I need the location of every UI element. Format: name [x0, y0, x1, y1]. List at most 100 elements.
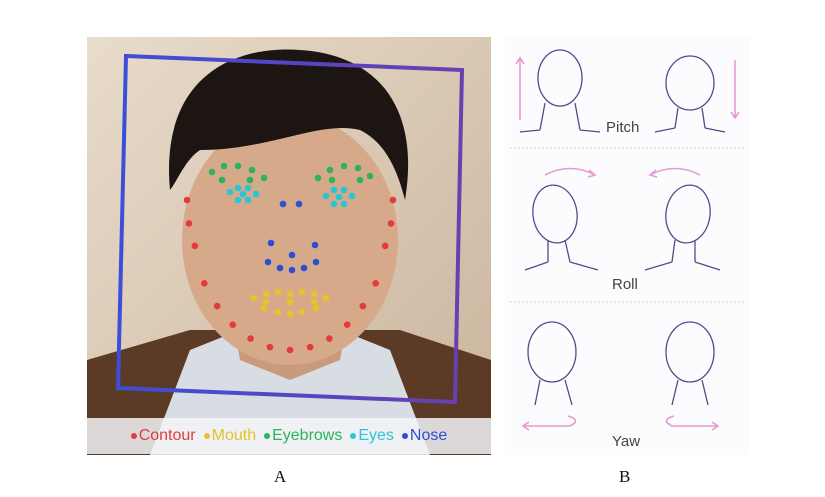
- landmark-eye: [330, 186, 338, 194]
- pose-label-pitch: Pitch: [606, 119, 640, 136]
- landmark-eye: [330, 200, 338, 208]
- legend-item-eyebrows: Eyebrows: [264, 427, 342, 445]
- legend-dot: [350, 432, 357, 439]
- landmark-nose: [276, 264, 284, 272]
- landmark-eye: [252, 190, 260, 198]
- landmark-contour: [387, 220, 395, 227]
- landmark-contour: [185, 220, 193, 227]
- head-yaw-right: [665, 321, 715, 383]
- landmark-eye: [244, 184, 252, 192]
- landmark-mouth: [262, 290, 270, 298]
- pose-label-yaw: Yaw: [612, 433, 641, 450]
- landmark-mouth: [286, 298, 294, 306]
- head-pitch-up: [537, 49, 583, 107]
- landmark-contour: [229, 321, 237, 329]
- landmark-mouth: [274, 308, 282, 316]
- legend-text: Eyebrows: [272, 427, 343, 444]
- landmark-contour: [306, 343, 314, 351]
- landmark-eye: [348, 192, 356, 200]
- landmark-mouth: [312, 304, 320, 312]
- head-yaw-left: [527, 321, 577, 383]
- landmark-contour: [381, 242, 389, 250]
- landmark-eye: [340, 186, 348, 194]
- landmark-eye: [234, 184, 242, 192]
- landmark-eye: [322, 192, 330, 200]
- landmark-contour: [343, 321, 351, 329]
- landmark-eyebrow: [356, 176, 364, 184]
- landmark-contour: [389, 196, 397, 204]
- pose-label-roll: Roll: [612, 276, 638, 293]
- head-roll-right: [665, 184, 711, 244]
- landmark-eye: [244, 196, 252, 204]
- landmark-eyebrow: [218, 176, 226, 184]
- landmark-mouth: [260, 304, 268, 312]
- landmark-contour: [213, 302, 221, 310]
- legend-dot: [401, 432, 408, 439]
- landmark-contour: [326, 335, 333, 342]
- landmark-legend: Contour Mouth Eyebrows Eyes Nose: [87, 418, 491, 454]
- landmark-eyebrow: [366, 172, 374, 180]
- landmark-contour: [247, 335, 254, 342]
- legend-text: Contour: [138, 427, 196, 444]
- legend-text: Mouth: [211, 427, 257, 444]
- landmark-mouth: [298, 308, 306, 316]
- landmark-eyebrow: [234, 162, 242, 170]
- landmark-nose: [267, 239, 275, 247]
- landmark-eyebrow: [220, 162, 228, 170]
- legend-dot: [203, 432, 210, 439]
- landmarks: [183, 162, 397, 354]
- landmark-nose: [312, 258, 320, 266]
- head-roll-left: [532, 184, 578, 244]
- landmark-mouth: [286, 290, 294, 298]
- landmark-eyebrow: [314, 174, 322, 182]
- landmark-eyebrow: [328, 176, 336, 184]
- landmark-mouth: [250, 294, 258, 302]
- landmark-contour: [286, 346, 294, 354]
- landmark-nose: [295, 200, 303, 208]
- landmark-nose: [288, 266, 296, 274]
- landmark-contour: [372, 280, 379, 287]
- landmark-eye: [340, 200, 348, 208]
- head-pitch-down: [665, 55, 715, 111]
- legend-item-nose: Nose: [401, 427, 448, 445]
- legend-item-eyes: Eyes: [350, 427, 394, 445]
- landmark-eye: [239, 190, 247, 198]
- landmark-nose: [264, 258, 272, 266]
- head-pose-panel: [505, 37, 750, 455]
- landmark-contour: [266, 343, 274, 351]
- landmark-eyebrow: [354, 164, 362, 172]
- landmark-contour: [201, 280, 208, 287]
- landmark-nose: [279, 200, 287, 208]
- landmark-eyebrow: [208, 168, 216, 176]
- face-photo: [87, 37, 491, 455]
- landmark-eyebrow: [246, 176, 254, 184]
- landmark-eye: [234, 196, 242, 204]
- panel-label-a: A: [274, 467, 287, 486]
- legend-text: Nose: [409, 427, 448, 444]
- landmark-nose: [288, 251, 296, 259]
- landmark-eyebrow: [326, 166, 334, 174]
- landmark-mouth: [286, 310, 294, 318]
- landmark-mouth: [310, 290, 318, 298]
- landmark-mouth: [298, 288, 306, 296]
- landmark-mouth: [262, 298, 270, 306]
- landmark-mouth: [310, 298, 318, 306]
- landmark-eyebrow: [340, 162, 348, 170]
- legend-dot: [130, 432, 137, 439]
- legend-dot: [264, 432, 271, 439]
- landmark-mouth: [274, 288, 282, 296]
- legend-item-contour: Contour: [130, 427, 196, 445]
- landmark-contour: [359, 302, 367, 310]
- face-bounding-box: [115, 53, 465, 405]
- landmark-contour: [191, 242, 199, 250]
- landmark-eye: [226, 188, 234, 196]
- legend-text: Eyes: [358, 427, 394, 444]
- landmark-nose: [311, 241, 319, 249]
- rotation-arrows: [515, 56, 740, 431]
- landmark-contour: [183, 196, 191, 204]
- landmark-mouth: [322, 294, 330, 302]
- landmark-eyebrow: [260, 174, 268, 182]
- landmark-nose: [300, 264, 308, 272]
- landmark-eye: [335, 193, 343, 201]
- legend-item-mouth: Mouth: [203, 427, 257, 445]
